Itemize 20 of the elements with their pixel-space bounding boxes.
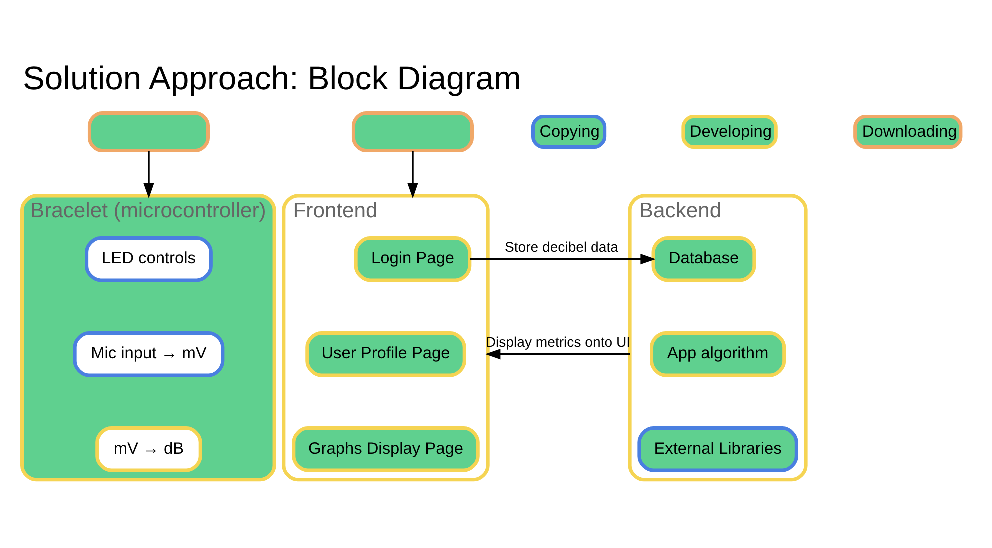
node-box: Graphs Display Page [292,426,480,472]
arrow [470,254,656,265]
legend-label: Downloading [862,122,958,141]
arrow [485,349,630,360]
node-box: Mic input → mV [73,332,225,378]
node-box: External Libraries [638,426,798,472]
edge-label: Store decibel data [504,238,618,255]
node-box: Database [652,236,756,282]
node-box: Login Page [354,236,472,282]
arrow [144,151,154,199]
arrow [408,151,418,199]
node-box [352,112,474,153]
node-box: User Profile Page [306,332,466,378]
node-box: LED controls [85,236,213,282]
legend-label: Copying [540,122,600,141]
diagram-title: Solution Approach: Block Diagram [22,60,522,97]
node-box: mV → dB [96,426,202,472]
node-box: App algorithm [650,332,786,378]
legend-label: Developing [690,122,772,141]
node-box [88,112,210,153]
